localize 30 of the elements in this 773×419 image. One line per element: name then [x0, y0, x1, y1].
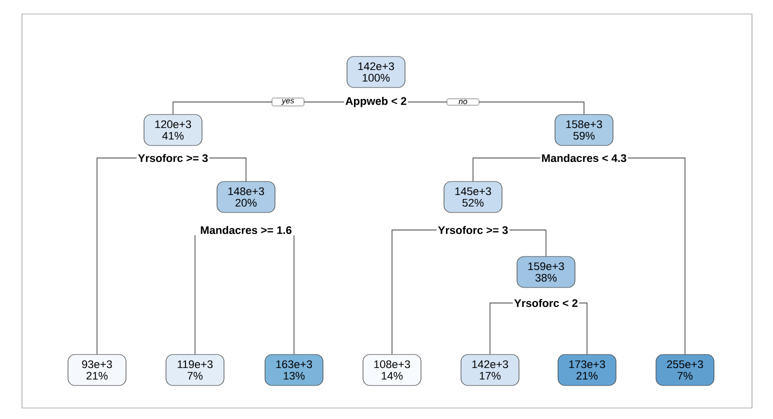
edge-label: yes — [272, 98, 304, 106]
tree-node-box: 120e+3 41% — [144, 114, 202, 146]
tree-branch — [209, 158, 246, 182]
tree-branch — [490, 302, 514, 355]
tree-branch — [96, 158, 137, 355]
tree-node-box: 158e+3 59% — [554, 114, 614, 146]
split-label: Mandacres < 4.3 — [542, 154, 626, 162]
tree-branch — [509, 230, 546, 257]
tree-node-box: 119e+3 7% — [166, 354, 224, 386]
split-label: Yrsoforc >= 3 — [138, 154, 208, 162]
tree-node-box: 142e+3 17% — [460, 354, 520, 386]
tree-branch — [472, 158, 540, 182]
split-label: Appweb < 2 — [346, 96, 406, 108]
tree-branch — [628, 158, 686, 355]
split-label: Yrsoforc < 2 — [514, 298, 578, 308]
edge-label: no — [446, 98, 480, 106]
split-label: Yrsoforc >= 3 — [438, 226, 508, 234]
split-label: Mandacres >= 1.6 — [200, 226, 292, 234]
tree-node-box: 163e+3 13% — [264, 354, 324, 386]
tree-node-box: 145e+3 52% — [444, 181, 502, 213]
tree-node-box: 159e+3 38% — [516, 256, 576, 288]
tree-branch — [578, 302, 588, 355]
tree-node-box: 148e+3 20% — [216, 181, 276, 213]
tree-node-box: 173e+3 21% — [558, 354, 616, 386]
tree-node-box: 255e+3 7% — [656, 354, 714, 386]
tree-node-box: 93e+3 21% — [68, 354, 126, 386]
tree-branch — [194, 234, 196, 355]
tree-branch — [392, 230, 437, 355]
tree-node-box: 142e+3 100% — [346, 56, 406, 88]
tree-node-box: 108e+3 14% — [362, 354, 422, 386]
